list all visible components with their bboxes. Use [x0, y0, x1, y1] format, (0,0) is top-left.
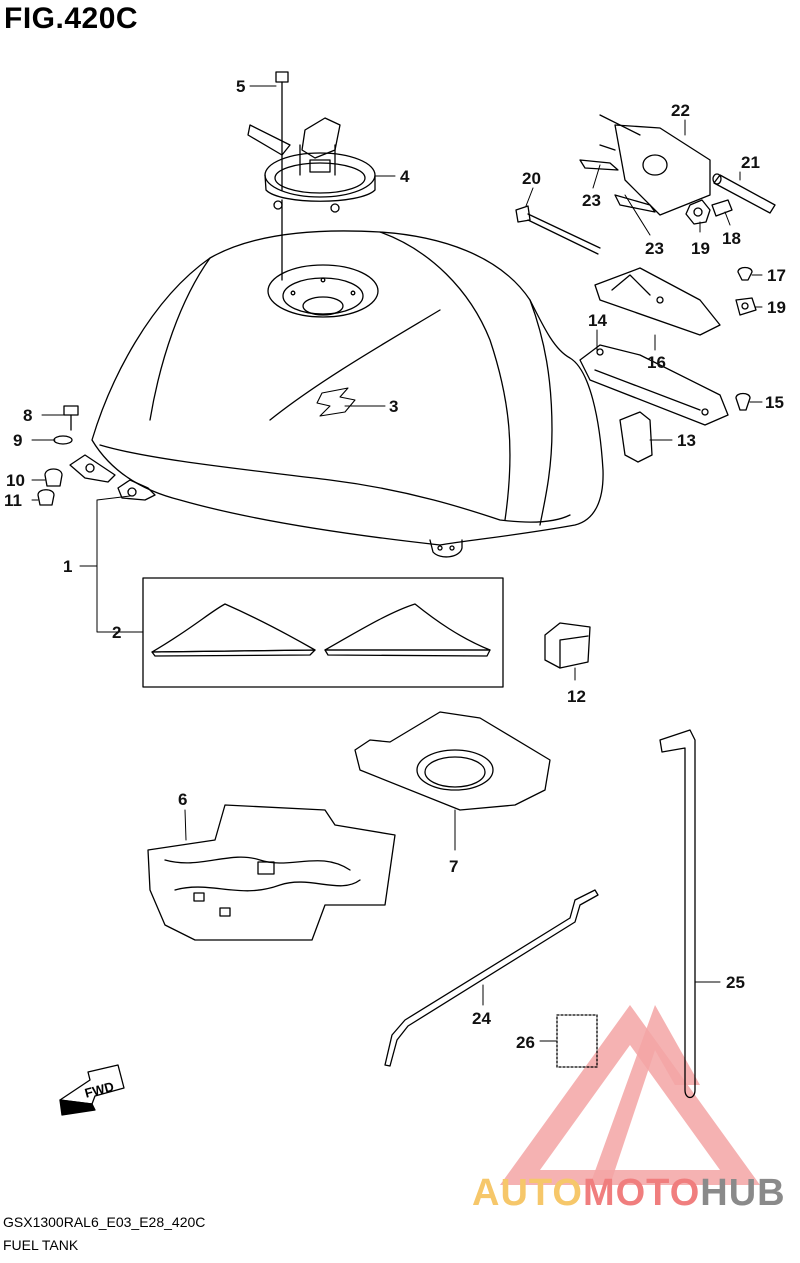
fasteners	[685, 199, 757, 411]
watermark-text: AUTOMOTOHUB	[472, 1172, 786, 1215]
footer-model-code: GSX1300RAL6_E03_E28_420C	[3, 1214, 206, 1230]
footer-figure-name: FUEL TANK	[3, 1237, 79, 1253]
callout-20: 20	[522, 169, 541, 188]
callout-1: 1	[63, 557, 72, 576]
callout-19a: 19	[691, 239, 710, 258]
decal-box	[142, 577, 504, 688]
callout-23a: 23	[582, 191, 601, 210]
figure-title: FIG.420C	[4, 2, 139, 35]
mat-6	[147, 804, 396, 941]
bracket-assembly	[579, 114, 729, 426]
rod-24	[384, 889, 599, 1067]
leader-lines	[31, 85, 763, 1042]
callout-13: 13	[677, 431, 696, 450]
callout-26: 26	[516, 1033, 535, 1052]
pin-21	[712, 173, 776, 214]
callout-15: 15	[765, 393, 784, 412]
fuel-cap	[247, 117, 376, 213]
callout-2: 2	[112, 623, 121, 642]
callout-22: 22	[671, 101, 690, 120]
callout-5: 5	[236, 77, 245, 96]
callout-4: 4	[400, 167, 410, 186]
callout-14: 14	[588, 311, 607, 330]
bolt-5	[275, 71, 289, 191]
fuel-tank	[69, 230, 604, 558]
fwd-arrow	[59, 1064, 125, 1116]
callout-21: 21	[741, 153, 760, 172]
callout-25: 25	[726, 973, 745, 992]
callouts: 1 2 3 4 5 6 7 8 9 10 11 12 13 14 15 16 1…	[4, 77, 786, 1101]
watermark-moto: MOTO	[582, 1172, 701, 1214]
callout-3: 3	[389, 397, 398, 416]
hose-25	[659, 729, 696, 1099]
fwd-label: FWD	[83, 1079, 115, 1101]
watermark-logo	[500, 1005, 760, 1185]
callout-10: 10	[6, 471, 25, 490]
left-fasteners	[37, 405, 79, 506]
callout-11: 11	[4, 491, 22, 510]
rubber-12	[544, 622, 591, 669]
gasket-7	[354, 711, 551, 811]
callout-6: 6	[178, 790, 187, 809]
bolt-20	[515, 205, 601, 255]
callout-9: 9	[13, 431, 22, 450]
callout-18: 18	[722, 229, 741, 248]
callout-12: 12	[567, 687, 586, 706]
cushion-13	[619, 411, 653, 463]
decals	[151, 603, 491, 657]
callout-8: 8	[23, 406, 32, 425]
watermark-auto: AUTO	[472, 1172, 583, 1214]
callout-19b: 19	[767, 298, 786, 317]
callout-7: 7	[449, 857, 458, 876]
callout-16: 16	[647, 353, 666, 372]
callout-24: 24	[472, 1009, 491, 1028]
callout-23b: 23	[645, 239, 664, 258]
watermark-hub: HUB	[700, 1172, 786, 1214]
callout-17: 17	[767, 266, 786, 285]
